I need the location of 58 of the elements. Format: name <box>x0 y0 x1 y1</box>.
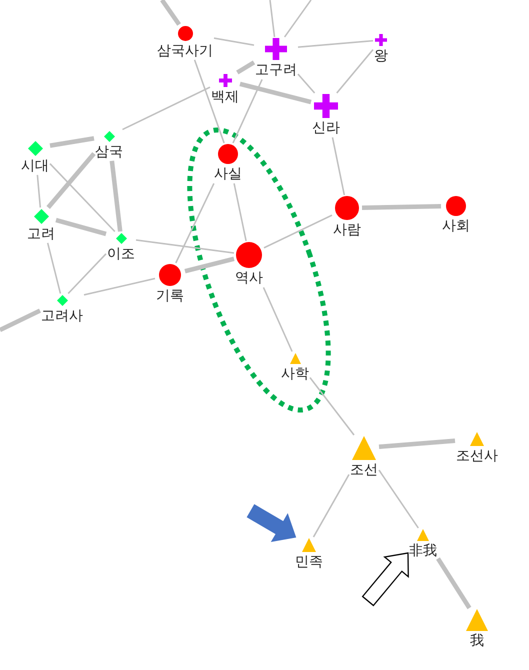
connector-line <box>232 79 263 144</box>
block-arrow <box>246 504 296 542</box>
connector-line <box>36 174 42 208</box>
connector-line <box>184 256 235 274</box>
connector-line <box>55 218 107 236</box>
node-label: 삼국사기 <box>157 44 213 59</box>
connector-line <box>378 438 456 450</box>
connector-line <box>362 204 442 210</box>
connector-line <box>262 287 293 352</box>
node-label: 신라 <box>312 121 340 136</box>
connector-line <box>312 474 350 538</box>
node-label: 기록 <box>156 289 184 304</box>
connector-line <box>136 239 234 254</box>
node-label: 我 <box>470 634 484 650</box>
connector-line <box>233 183 247 242</box>
connector-line <box>46 242 62 294</box>
node-label: 왕 <box>374 49 388 64</box>
connector-line <box>46 152 96 209</box>
connector-line <box>332 137 346 196</box>
node-label: 사실 <box>214 167 242 182</box>
node-label: 고려사 <box>41 308 83 324</box>
node-label: 시대 <box>21 158 49 174</box>
connector-line <box>236 60 256 74</box>
connector-line <box>309 377 355 436</box>
connector-line <box>336 49 374 94</box>
line <box>284 0 312 38</box>
connector-line <box>175 183 215 264</box>
connector-line <box>50 136 94 148</box>
block-arrow <box>362 552 409 606</box>
connector-line <box>110 160 122 232</box>
connector-line <box>378 470 419 528</box>
connector-line <box>49 163 116 232</box>
node-label: 민족 <box>295 555 323 570</box>
node-label: 고려 <box>27 226 55 242</box>
line <box>269 0 276 38</box>
connector-line <box>436 557 472 610</box>
line <box>160 0 181 26</box>
node-label: 고구려 <box>255 63 297 78</box>
node-label: 조선사 <box>456 449 498 464</box>
node-label: 백제 <box>211 90 239 105</box>
connector-line <box>264 214 332 248</box>
line <box>0 308 41 332</box>
connector-line <box>297 74 316 94</box>
node-label: 사회 <box>442 219 470 234</box>
connector-line <box>298 40 374 48</box>
connector-line <box>194 60 225 144</box>
node-label: 조선 <box>350 463 378 478</box>
connector-line <box>239 82 312 104</box>
node-label: 삼국 <box>95 144 123 160</box>
node-label: 이조 <box>107 246 135 262</box>
node-label: 사학 <box>281 366 309 382</box>
connector-line <box>68 253 107 294</box>
connector-line <box>214 37 254 46</box>
node-label: 사람 <box>333 223 361 238</box>
node-label: 역사 <box>235 271 263 286</box>
connector-line <box>122 86 210 130</box>
node-label: 非我 <box>409 544 437 560</box>
connector-line <box>84 278 156 296</box>
